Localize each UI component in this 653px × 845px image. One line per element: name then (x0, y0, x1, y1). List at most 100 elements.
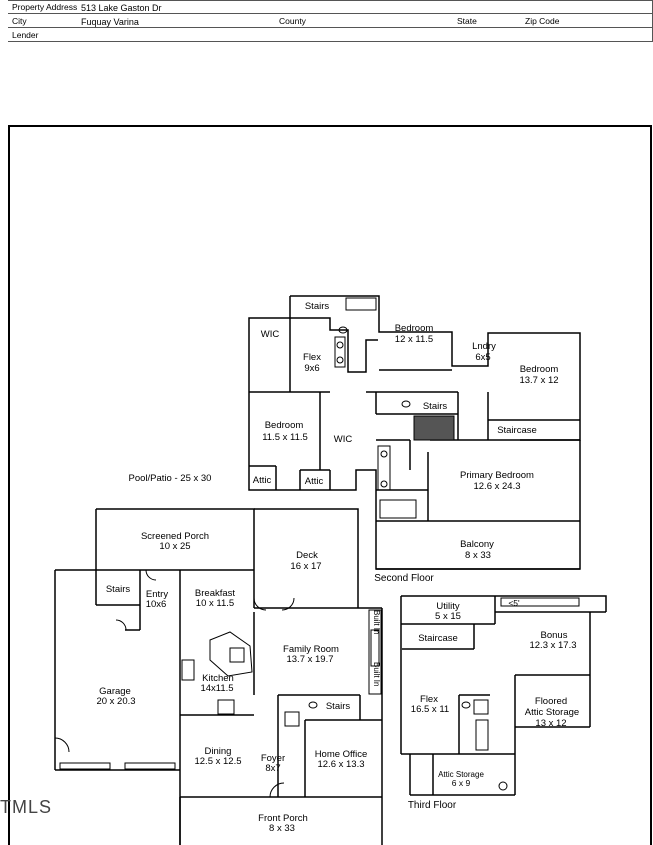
flex-dimensions: 9x6 (304, 363, 319, 374)
sink-icon (380, 480, 388, 488)
built-in-label: Built In (372, 662, 381, 686)
toilet-icon (461, 701, 471, 709)
door-swing (145, 569, 157, 581)
bedroom-name: Bedroom (265, 420, 304, 431)
sink-icon (473, 699, 489, 715)
screened-porch-dimensions: 10 x 25 (159, 541, 190, 552)
garage-dimensions: 20 x 20.3 (96, 696, 135, 707)
vanity-icon (377, 445, 391, 491)
vanity-icon (334, 336, 346, 368)
second-floor-walls (248, 295, 581, 570)
dining-dimensions: 12.5 x 12.5 (194, 756, 241, 767)
pool-patio-label: Pool/Patio - 25 x 30 (129, 473, 212, 484)
sink-icon (336, 341, 344, 349)
header-rule (8, 13, 653, 14)
home-office-dimensions: 12.6 x 13.3 (317, 759, 364, 770)
home-office-name: Home Office (315, 749, 368, 760)
door-swing (281, 597, 295, 611)
property-address-value: 513 Lake Gaston Dr (81, 3, 162, 13)
front-porch-dimensions: 8 x 33 (269, 823, 295, 834)
built-in-label: Built In (372, 610, 381, 634)
range-icon (181, 659, 195, 681)
primary-bedroom-dimensions: 12.6 x 24.3 (473, 481, 520, 492)
toilet-icon (498, 781, 508, 791)
flex-dimensions: 16.5 x 11 (411, 704, 449, 715)
attic-storage-dimensions: 6 x 9 (452, 778, 471, 788)
family-room-name: Family Room (283, 644, 339, 655)
deck-name: Deck (296, 550, 318, 561)
first-floor-walls (54, 508, 383, 845)
bedroom-dimensions: 11.5 x 11.5 (262, 432, 308, 443)
family-room-dimensions: 13.7 x 19.7 (286, 654, 333, 665)
floored-attic-dimensions: 13 x 12 (535, 718, 566, 729)
county-label: County (279, 16, 306, 26)
wic-label: WIC (334, 434, 353, 445)
garage-door (124, 762, 176, 770)
staircase-label: Staircase (497, 425, 537, 436)
city-label: City (12, 16, 27, 26)
kitchen-dimensions: 14x11.5 (200, 683, 233, 694)
screened-porch-name: Screened Porch (141, 531, 209, 542)
door-swing (269, 782, 285, 798)
primary-bedroom-name: Primary Bedroom (460, 470, 534, 481)
balcony-dimensions: 8 x 33 (465, 550, 491, 561)
utility-name: Utility (436, 601, 459, 612)
bedroom-dimensions: 13.7 x 12 (519, 375, 558, 386)
third-floor-label: Third Floor (408, 800, 457, 811)
lender-label: Lender (12, 30, 39, 40)
foyer-name: Foyer (261, 753, 285, 764)
flex-name: Flex (303, 352, 321, 363)
property-header: Property Address 513 Lake Gaston Dr City… (8, 0, 653, 42)
city-value: Fuquay Varina (81, 17, 139, 27)
header-rule (8, 27, 653, 28)
front-porch-name: Front Porch (258, 813, 308, 824)
balcony-name: Balcony (460, 539, 494, 550)
stairs-label: Stairs (423, 401, 448, 412)
built-in-cabinet (370, 629, 380, 667)
shower-icon (413, 415, 455, 441)
header-rule (8, 41, 653, 42)
wall (290, 295, 581, 441)
toilet-icon (338, 326, 348, 334)
bonus-name: Bonus (541, 630, 568, 641)
utility-dimensions: 5 x 15 (435, 611, 461, 622)
state-label: State (457, 16, 477, 26)
breakfast-dimensions: 10 x 11.5 (196, 598, 234, 609)
breakfast-name: Breakfast (195, 588, 235, 599)
wall (254, 508, 359, 608)
sink-icon (336, 356, 344, 364)
entry-dimensions: 10x6 (146, 599, 167, 610)
door-swing (115, 619, 127, 631)
appliance-icon (217, 699, 235, 715)
door-swing (253, 597, 267, 611)
wall (290, 317, 378, 373)
third-floor-fixtures (461, 597, 580, 791)
plan-border (8, 125, 652, 845)
plan-frame (8, 125, 652, 845)
bathtub-icon (345, 297, 377, 311)
toilet-icon (401, 400, 411, 408)
bonus-dimensions: 12.3 x 17.3 (529, 640, 576, 651)
header-rule (8, 0, 653, 1)
sink-icon (380, 450, 388, 458)
deck-dimensions: 16 x 17 (290, 561, 321, 572)
stove-icon (229, 647, 245, 663)
second-floor-label: Second Floor (374, 573, 434, 584)
built-in-cabinet (368, 609, 382, 695)
stairs-label: Stairs (106, 584, 131, 595)
kitchen-name: Kitchen (202, 673, 234, 684)
wall (401, 595, 607, 612)
attic-label: Attic (305, 476, 324, 487)
flex-name: Flex (420, 694, 438, 705)
toilet-icon (308, 701, 318, 709)
third-floor-walls (400, 595, 607, 796)
staircase-label: Staircase (418, 633, 458, 644)
kitchen-island (209, 631, 253, 677)
wic-label: WIC (261, 329, 280, 340)
door-swing (54, 737, 70, 753)
first-floor-fixtures (54, 569, 382, 798)
garage-name: Garage (99, 686, 131, 697)
property-address-label: Property Address (12, 2, 78, 12)
stairs-label: Stairs (305, 301, 330, 312)
